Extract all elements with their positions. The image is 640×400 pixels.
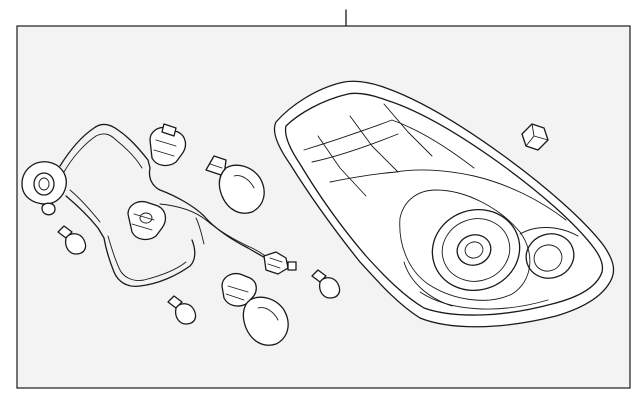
harness-connector xyxy=(263,251,297,275)
bulb-socket-mid xyxy=(221,272,257,307)
wiring-harness xyxy=(21,123,273,288)
bulb-socket-left xyxy=(127,200,167,241)
small-bulb-lower-left xyxy=(167,295,197,325)
large-bulb-upper xyxy=(205,155,265,214)
bulb-socket-upper xyxy=(149,123,187,167)
small-bulb-right xyxy=(311,269,341,299)
large-bulb-lower xyxy=(242,296,289,346)
small-bulb-left xyxy=(57,225,87,255)
hex-nut xyxy=(521,123,549,151)
tail-lamp-housing xyxy=(273,80,615,328)
